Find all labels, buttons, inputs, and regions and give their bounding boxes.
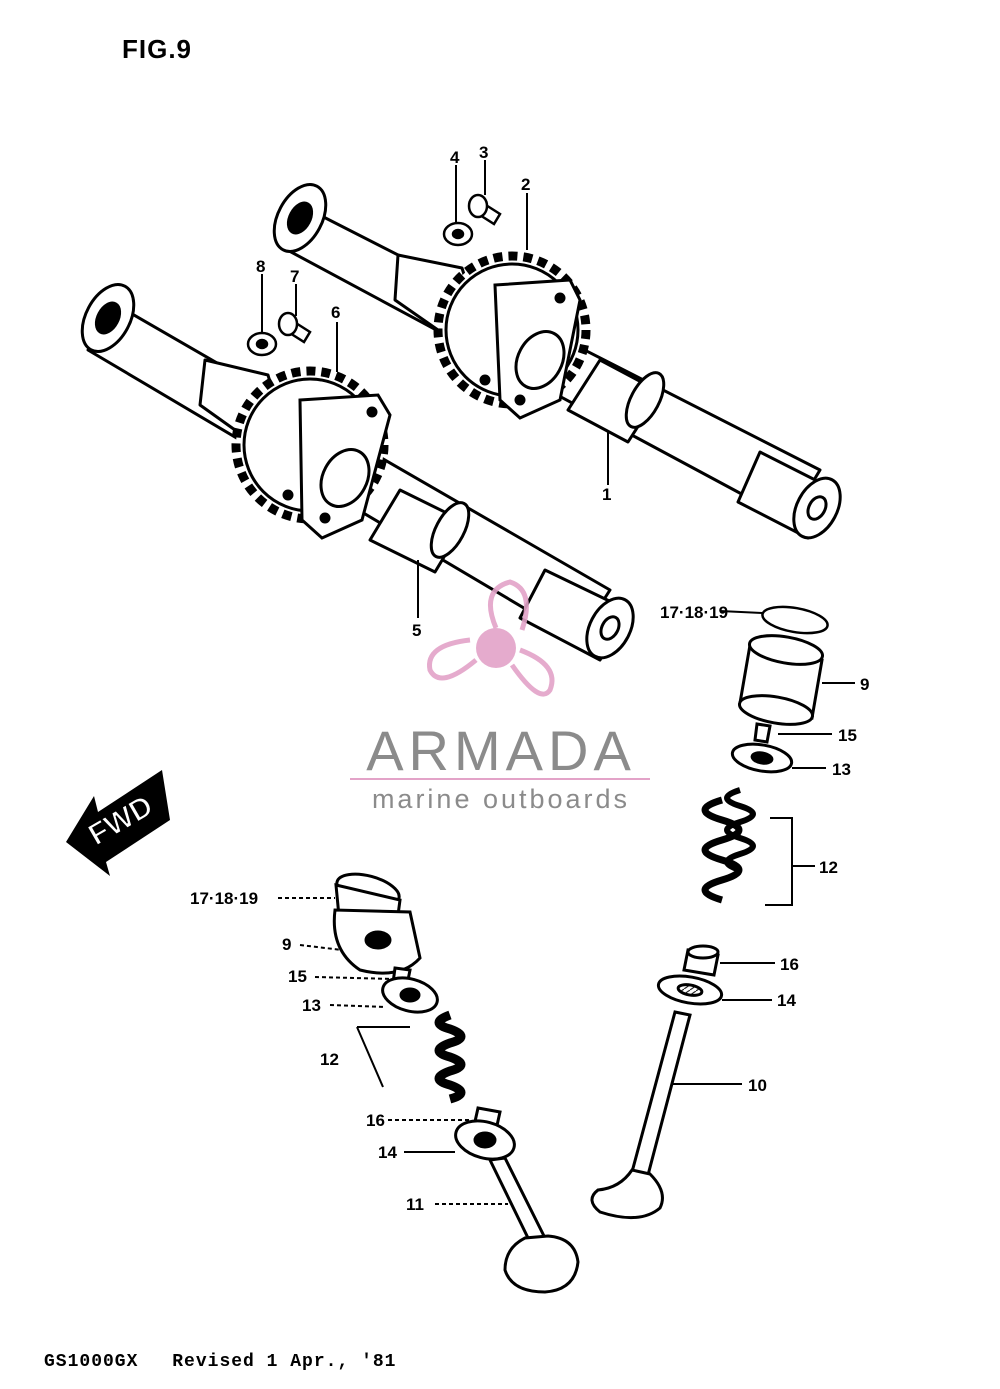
washer-4 [442, 221, 474, 247]
callout-17-18-19-left: 17·18·19 [190, 889, 258, 908]
footer: GS1000GX Revised 1 Apr., '81 [44, 1352, 418, 1372]
callout-2: 2 [521, 175, 530, 194]
callout-16-right: 16 [780, 955, 799, 974]
callout-6: 6 [331, 303, 340, 322]
watermark-brand: ARMADA [366, 719, 636, 782]
sprocket-bolt-3 [467, 193, 502, 226]
callout-9-right: 9 [860, 675, 869, 694]
callout-15-left: 15 [288, 967, 307, 986]
callout-17-18-19-right: 17·18·19 [660, 603, 728, 622]
footer-model: GS1000GX [44, 1352, 139, 1372]
callout-12-right: 12 [819, 858, 838, 877]
footer-revision: Revised 1 Apr., '81 [172, 1352, 397, 1372]
callout-4: 4 [450, 148, 460, 167]
callout-9-left: 9 [282, 935, 291, 954]
callout-11: 11 [406, 1195, 424, 1214]
forward-arrow-icon: FWD [66, 770, 170, 876]
watermark-tagline: marine outboards [371, 784, 631, 814]
leader-lines [261, 160, 855, 1205]
callout-12-left: 12 [320, 1050, 339, 1069]
cam-sprocket-lower [231, 366, 392, 540]
callout-1: 1 [602, 485, 611, 504]
callout-7: 7 [290, 267, 299, 286]
armada-propeller-logo [427, 579, 555, 697]
callout-8: 8 [256, 257, 265, 276]
callout-15-right: 15 [838, 726, 857, 745]
figure-title: FIG.9 [122, 34, 193, 64]
sprocket-bolt-7 [277, 311, 312, 344]
washer-8 [246, 331, 278, 357]
callout-13-right: 13 [832, 760, 851, 779]
valve-stack-right [590, 605, 829, 1220]
callout-13-left: 13 [302, 996, 321, 1015]
watermark-divider [350, 778, 650, 780]
callout-10: 10 [748, 1076, 767, 1095]
callout-3: 3 [479, 143, 488, 162]
callout-16-left: 16 [366, 1111, 385, 1130]
callout-14-right: 14 [777, 991, 796, 1010]
cam-sprocket-upper [433, 251, 591, 420]
callout-14-left: 14 [378, 1143, 397, 1162]
valve-stack-left [332, 872, 580, 1294]
callout-5: 5 [412, 621, 421, 640]
